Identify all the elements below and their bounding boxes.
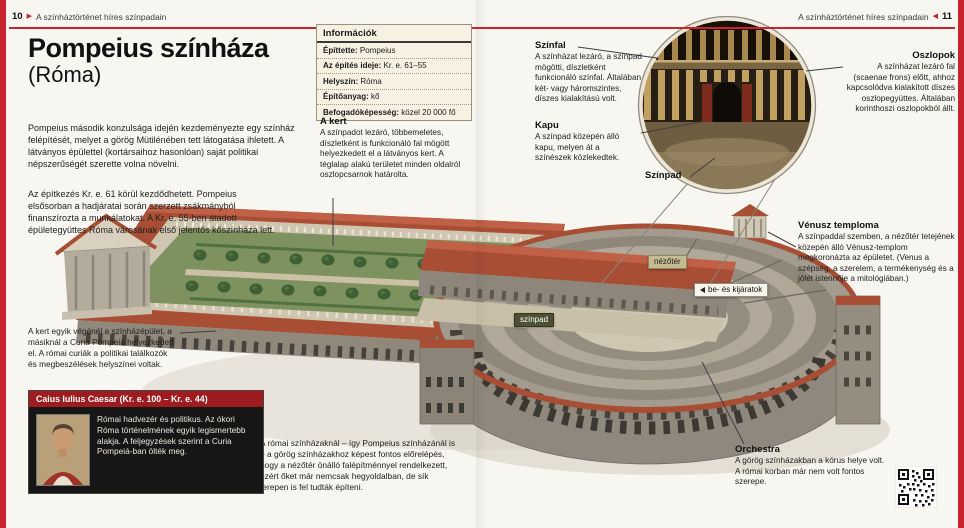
intro-paragraph-2: Az építkezés Kr. e. 61 körül kezdődhetet… [28, 189, 275, 235]
leader-lines [179, 46, 844, 445]
stage-gate [713, 82, 741, 124]
callout-venus-temple: Vénusz temploma A színpaddal szemben, a … [798, 220, 956, 285]
callout-gate: Kapu A színpad közepén álló kapu, melyen… [535, 120, 637, 164]
page-title: Pompeius színháza [28, 33, 269, 63]
header-left: 10 ▶ A színháztörténet híres színpadain [12, 11, 166, 22]
running-head-right: A színháztörténet híres színpadain [798, 11, 929, 22]
callout-text: A színházat lezáró fal (scaenae frons) e… [846, 62, 955, 113]
info-label: Építőanyag: [323, 92, 369, 102]
qr-code-icon [895, 466, 937, 508]
page-number-right: 11 [941, 11, 952, 22]
page-number-left: 10 [12, 11, 23, 22]
callout-garden: A kert A színpadot lezáró, többemeletes,… [320, 116, 470, 181]
cavea-facade [433, 317, 863, 465]
zoom-wedge-lines [593, 178, 776, 301]
info-row-built-by: Építtette: Pompeius [317, 43, 471, 59]
callout-text: A színházat lezáró, a színpad mögötti, d… [535, 52, 642, 103]
arrow-left-icon [700, 287, 705, 294]
caesar-box-title: Caius Iulius Caesar (Kr. e. 100 – Kr. e.… [29, 391, 263, 407]
caesar-box-text: Római hadvezér és politikus. Az ókori Ró… [97, 414, 246, 457]
page-subtitle: (Róma) [28, 62, 102, 88]
caesar-box: Caius Iulius Caesar (Kr. e. 100 – Kr. e.… [28, 390, 264, 494]
info-value: Pompeius [359, 45, 396, 55]
garden-trees [185, 249, 495, 304]
label-chip-exits-text: be- és kijáratok [708, 285, 763, 294]
bottom-note: A római színházaknál – így Pompeius szín… [260, 438, 456, 493]
info-row-build-date: Az építés ideje: Kr. e. 61–55 [317, 59, 471, 75]
callout-title: Orchestra [735, 444, 780, 455]
cavea-seating [433, 223, 863, 413]
callout-text: A színpadot lezáró, többemeletes, díszle… [320, 128, 461, 179]
label-chip-auditorium: nézőtér [648, 255, 687, 270]
info-value: kő [371, 92, 380, 102]
stage-wing [419, 339, 475, 425]
callout-orchestra: Orchestra A görög színházakban a kórus h… [735, 444, 885, 488]
caesar-box-body: Római hadvezér és politikus. Az ókori Ró… [29, 407, 263, 493]
inset-circle [637, 15, 817, 195]
page-edge-left [0, 0, 6, 528]
intro-paragraph-1: Pompeius második konzulsága idején kezde… [28, 123, 295, 169]
callout-title: Kapu [535, 120, 559, 131]
header-rule [9, 27, 955, 29]
callout-text: A színpad közepén álló kapu, melyen át a… [535, 132, 620, 162]
callout-stage-label: Színpad [645, 170, 705, 182]
garden-side-note: A kert egyik végénél a színházépület, a … [28, 326, 174, 369]
info-row-location: Helyszín: Róma [317, 74, 471, 90]
garden-lawn [118, 228, 528, 321]
info-row-material: Építőanyag: kő [317, 90, 471, 106]
arrow-right-icon: ▶ [26, 13, 32, 20]
info-label: Az építés ideje: [323, 61, 382, 71]
info-box: Információk Építtette: Pompeius Az építé… [316, 24, 472, 121]
stage-building [418, 240, 736, 318]
callout-title: Vénusz temploma [798, 220, 879, 231]
page-edge-right [958, 0, 964, 528]
label-chip-stage: színpad [514, 313, 555, 328]
info-label: Építtette: [323, 45, 358, 55]
info-label: Befogadóképesség: [323, 107, 400, 117]
arrow-left-icon: ◀ [932, 13, 938, 20]
callout-columns: Oszlopok A színházat lezáró fal (scaenae… [843, 50, 955, 115]
callout-title: Oszlopok [912, 50, 955, 61]
side-annex [835, 295, 881, 425]
header-right: A színháztörténet híres színpadain ◀ 11 [798, 11, 952, 22]
callout-title: A kert [320, 116, 347, 127]
running-head-left: A színháztörténet híres színpadain [35, 11, 167, 22]
info-value: közel 20 000 fő [401, 107, 456, 117]
callout-text: A színpaddal szemben, a nézőtér tetejéne… [798, 232, 955, 283]
info-label: Helyszín: [323, 76, 359, 86]
label-chip-exits: be- és kijáratok [694, 283, 769, 298]
info-row-capacity: Befogadóképesség: közel 20 000 fő [317, 105, 471, 120]
venus-temple [731, 204, 769, 239]
info-value: Kr. e. 61–55 [383, 61, 427, 71]
garden-path [185, 269, 512, 291]
callout-text: A görög színházakban a kórus helye volt.… [735, 456, 885, 486]
title-block: Pompeius színháza (Róma) [28, 34, 269, 88]
caesar-portrait [36, 414, 90, 486]
info-box-title: Információk [317, 25, 471, 43]
spine-shadow [476, 0, 488, 528]
callout-title: Színpad [645, 170, 682, 181]
callout-title: Színfal [535, 40, 566, 51]
stage-floor [416, 298, 724, 342]
info-value: Róma [360, 76, 382, 86]
callout-stage-wall: Színfal A színházat lezáró, a színpad mö… [535, 40, 643, 105]
